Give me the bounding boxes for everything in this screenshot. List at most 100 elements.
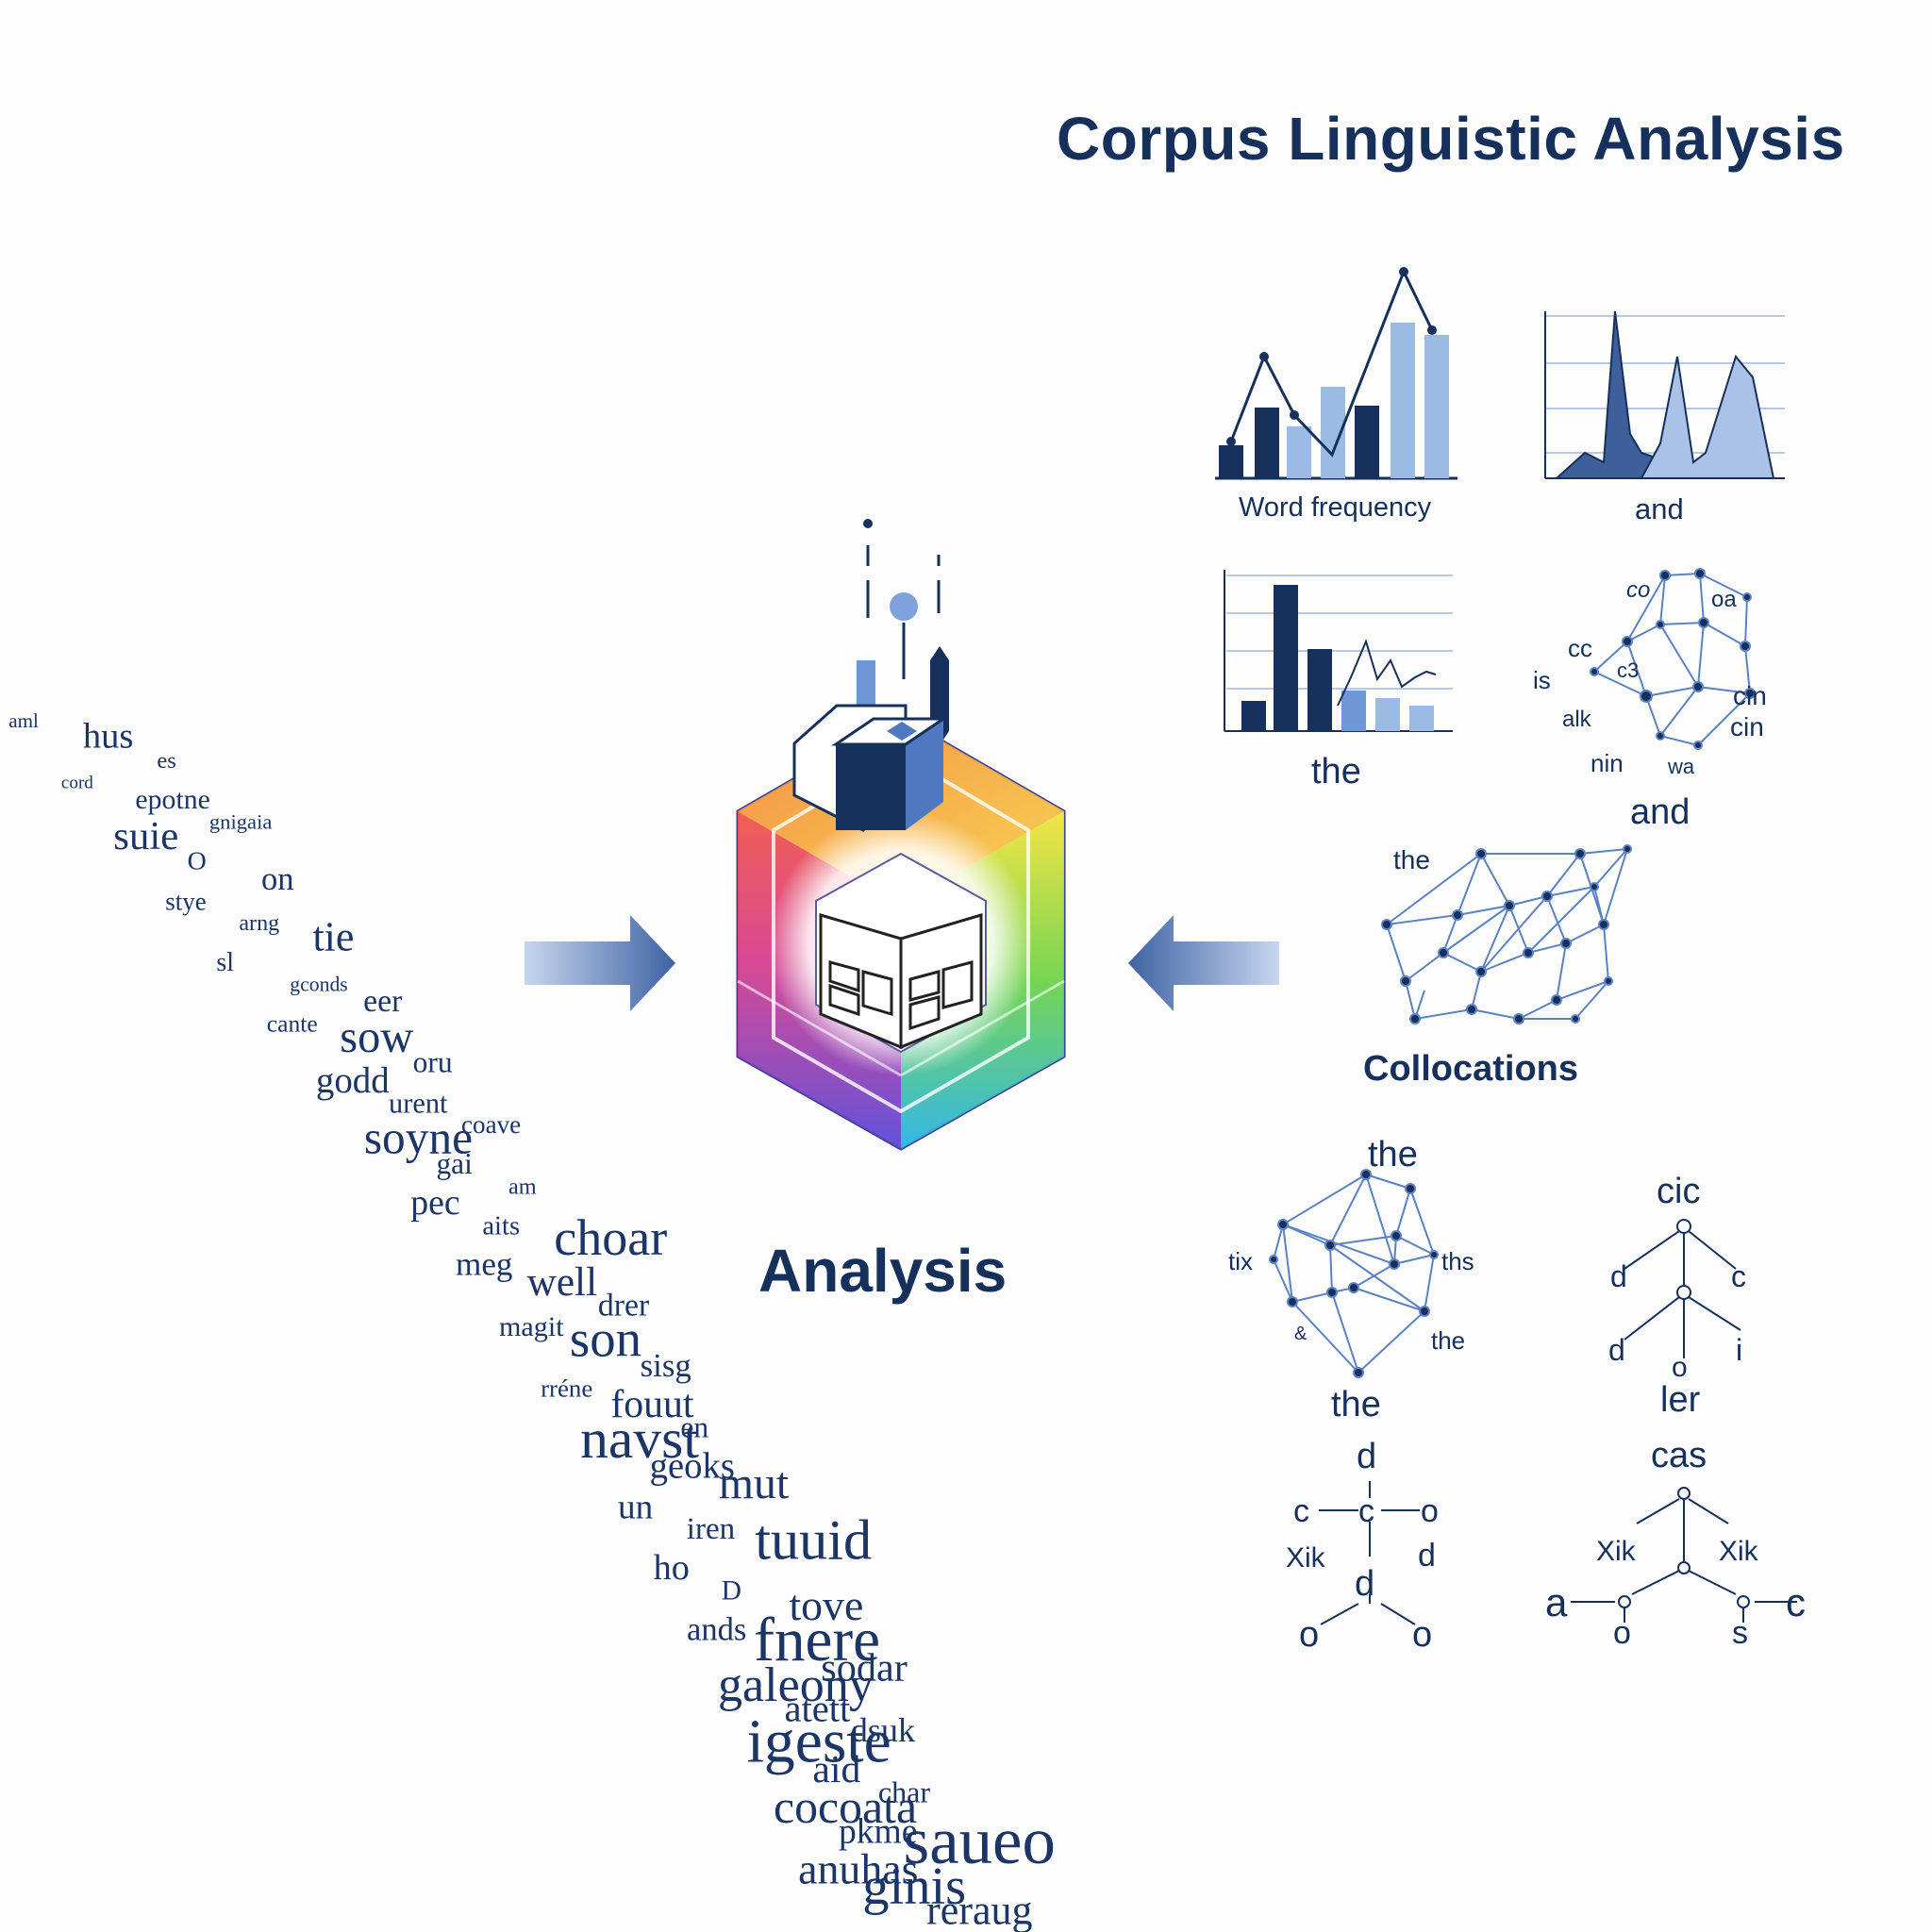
stream-word: D xyxy=(722,1575,741,1606)
network-node-label: nin xyxy=(1591,749,1624,777)
network-node-label: cc xyxy=(1568,634,1592,662)
stream-word: galeony xyxy=(718,1658,874,1712)
molecule-node-label: o xyxy=(1299,1615,1320,1655)
molecule-node-label: c xyxy=(1293,1493,1309,1529)
tree-node-label: d xyxy=(1610,1259,1627,1293)
network-node-label: alk xyxy=(1562,707,1591,732)
area-chart xyxy=(1544,310,1785,479)
stream-word: oru xyxy=(413,1045,453,1078)
stream-word: gnigaia xyxy=(209,809,273,833)
molecule-node-label: Xik xyxy=(1719,1536,1758,1567)
small-network-graph xyxy=(1590,568,1756,750)
network-node-label: ths xyxy=(1441,1247,1474,1275)
stream-word: epotne xyxy=(135,784,209,815)
molecule-node-label: d xyxy=(1355,1564,1375,1604)
analysis-label: Analysis xyxy=(758,1237,1008,1305)
collocations-network-graph xyxy=(1381,844,1632,1024)
stream-word: aml xyxy=(8,709,39,732)
collocations-node-label: the xyxy=(1393,845,1430,874)
word-frequency-label: Word frequency xyxy=(1239,492,1432,523)
stream-word: soyne xyxy=(364,1111,473,1163)
stream-word: am xyxy=(508,1174,537,1199)
stream-word: rréne xyxy=(541,1374,592,1402)
molecule-node-label: o xyxy=(1421,1493,1439,1529)
network-node-label: tix xyxy=(1228,1247,1253,1275)
stream-word: aid xyxy=(812,1748,860,1791)
molecule-node-label: d xyxy=(1418,1538,1436,1574)
stream-word: coave xyxy=(461,1110,521,1139)
stream-word: navst xyxy=(580,1407,699,1470)
molecule-node-label: o xyxy=(1613,1615,1631,1651)
stream-word: pkme xyxy=(839,1812,918,1851)
page-title: Corpus Linguistic Analysis xyxy=(1057,105,1845,173)
molecule-node-label: a xyxy=(1545,1580,1568,1624)
stream-word: cocoata xyxy=(774,1781,917,1833)
stream-word: choar xyxy=(554,1209,667,1266)
network-node-label: wa xyxy=(1668,755,1695,778)
stream-word: cante xyxy=(267,1009,318,1037)
stream-word: tove xyxy=(789,1581,863,1629)
analysis-cube-icon xyxy=(736,519,1066,1151)
molecule-node-label: Xik xyxy=(1596,1536,1636,1567)
stream-word: godd xyxy=(316,1060,390,1101)
stream-word: saueo xyxy=(904,1805,1056,1878)
molecule-node-label: o xyxy=(1412,1615,1433,1655)
stream-word: sl xyxy=(216,948,234,977)
molecule-node-label: s xyxy=(1732,1615,1748,1651)
stream-word: anuhas xyxy=(798,1844,918,1892)
stream-word: char xyxy=(878,1774,931,1808)
tree-node-label: c xyxy=(1731,1259,1746,1293)
word-frequency-chart xyxy=(1215,267,1457,480)
stream-word: sodar xyxy=(821,1645,908,1690)
stream-word: sisg xyxy=(641,1347,691,1384)
stream-word: es xyxy=(157,748,176,774)
stream-word: pec xyxy=(410,1183,459,1223)
network-node-label: cin xyxy=(1733,681,1767,710)
stream-word: hus xyxy=(83,716,134,756)
stream-word: urent xyxy=(389,1087,448,1119)
network-node-label: the xyxy=(1431,1326,1466,1355)
stream-word: aits xyxy=(482,1211,520,1241)
network-node-label: oa xyxy=(1711,587,1737,612)
collocations-label: Collocations xyxy=(1363,1049,1579,1089)
stream-word: cord xyxy=(61,773,93,792)
tree-node-label: d xyxy=(1608,1333,1625,1367)
molecule-diagram-right xyxy=(1571,1487,1797,1623)
bottom-network-bottom-label: the xyxy=(1331,1385,1381,1424)
stream-word: drer xyxy=(598,1288,649,1323)
bottom-network-graph xyxy=(1269,1169,1439,1378)
stream-word: reraug xyxy=(926,1887,1032,1932)
network-node-label: co xyxy=(1626,577,1651,603)
stream-word: meg xyxy=(456,1245,512,1282)
small-network-label: and xyxy=(1630,792,1690,832)
stream-word: on xyxy=(261,861,294,897)
arrow-left-icon xyxy=(1128,915,1279,1011)
stream-word: gconds xyxy=(290,973,347,995)
stream-word: ho xyxy=(654,1548,690,1588)
stream-word: tie xyxy=(312,913,354,959)
stream-word: well xyxy=(527,1259,598,1305)
tree-bottom-label: ler xyxy=(1660,1380,1701,1420)
network-node-label: cin xyxy=(1730,712,1764,741)
stream-word: mut xyxy=(719,1458,789,1508)
stream-word: iren xyxy=(687,1512,736,1546)
tree-top-label: cic xyxy=(1657,1172,1701,1211)
stream-word: fnere xyxy=(754,1607,880,1674)
small-bar-chart-label: the xyxy=(1311,752,1361,791)
stream-word: dsuk xyxy=(851,1711,916,1749)
stream-word: arng xyxy=(239,911,279,936)
bottom-network-top-label: the xyxy=(1368,1135,1418,1174)
stream-word: ginis xyxy=(862,1857,966,1916)
stream-word: magit xyxy=(499,1310,564,1342)
stream-word: atett xyxy=(784,1687,851,1729)
molecule-diagram-left xyxy=(1319,1481,1420,1625)
arrow-right-icon xyxy=(525,915,675,1011)
stream-word: son xyxy=(570,1309,641,1367)
stream-word: suie xyxy=(113,814,178,858)
stream-word: en xyxy=(680,1410,708,1443)
stream-word: fouut xyxy=(610,1383,694,1426)
stream-word: eer xyxy=(363,984,402,1019)
stream-word: tuuid xyxy=(755,1508,872,1572)
